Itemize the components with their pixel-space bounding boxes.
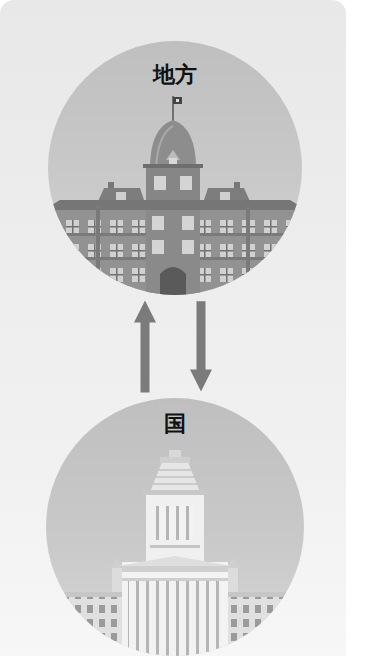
circle-node: 国 bbox=[46, 398, 304, 656]
flow-arrow bbox=[190, 301, 212, 391]
node-label: 国 bbox=[46, 412, 304, 436]
flow-arrow bbox=[134, 300, 156, 392]
panel bbox=[0, 0, 346, 656]
node-label: 地方 bbox=[48, 63, 302, 87]
circle-node: 地方 bbox=[48, 41, 302, 295]
